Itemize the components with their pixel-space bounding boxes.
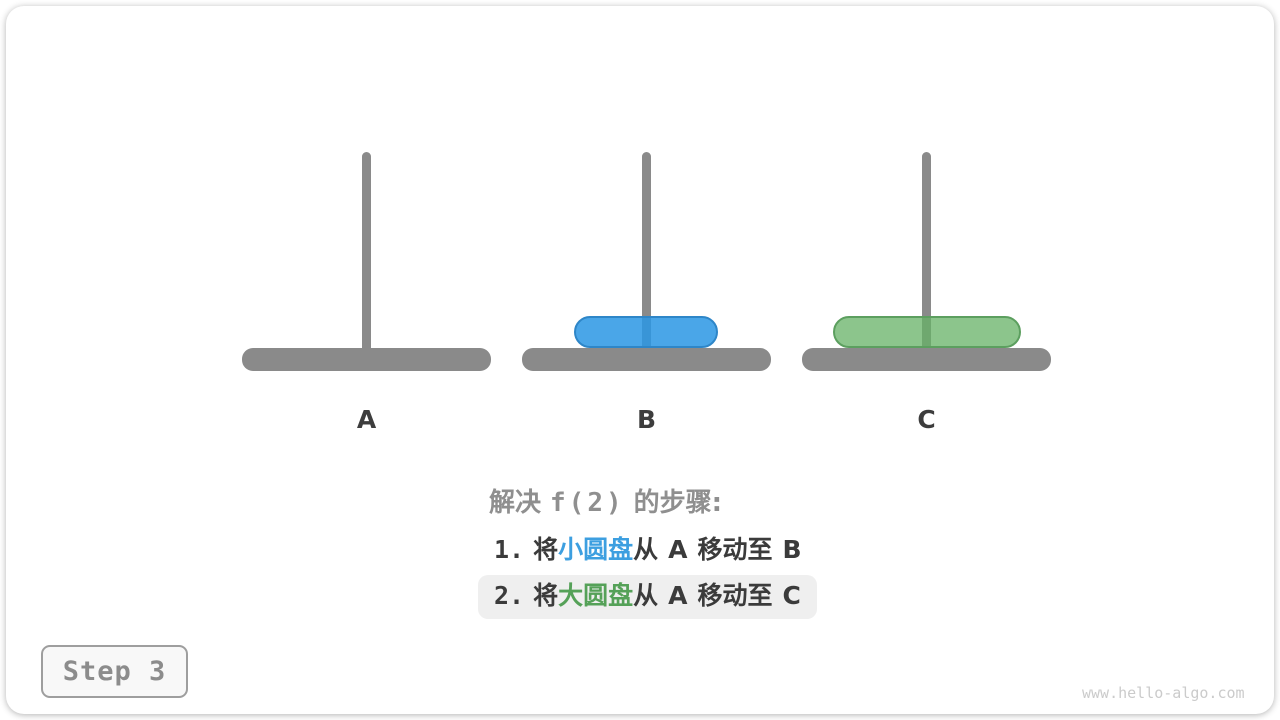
step-2-verb: 将 [533,581,559,610]
title-function: f(2) [550,488,625,518]
title-suffix: 的步骤: [633,488,723,518]
explanation-title: 解决 f(2) 的步骤: [489,482,722,519]
step-2-move-word: 移动至 [697,581,773,610]
step-badge: Step 3 [41,645,188,698]
large-disc [833,316,1021,348]
peg-a-label: A [356,405,377,434]
step-1-number: 1. [494,535,525,564]
small-disc [574,316,718,348]
step-1-move-word: 移动至 [697,535,773,564]
peg-c-base [802,348,1051,371]
step-2-number: 2. [494,581,525,610]
peg-b-base [522,348,771,371]
step-2-from-peg: A [668,581,688,610]
peg-c-pole [922,152,931,359]
peg-b-label: B [636,405,657,434]
step-1-from-peg: A [668,535,688,564]
step-1-disc-word: 小圆盘 [558,535,634,564]
watermark: www.hello-algo.com [1082,684,1245,702]
step-1-verb: 将 [533,535,559,564]
step-2-disc-word: 大圆盘 [558,581,634,610]
peg-b-pole [642,152,651,359]
title-prefix: 解决 [489,488,542,518]
step-2-from-word: 从 [633,581,659,610]
step-1-to-peg: B [782,535,802,564]
peg-a-pole [362,152,371,359]
peg-c-label: C [917,405,936,434]
step-1-from-word: 从 [633,535,659,564]
step-2-to-peg: C [782,581,801,610]
peg-a-base [242,348,491,371]
